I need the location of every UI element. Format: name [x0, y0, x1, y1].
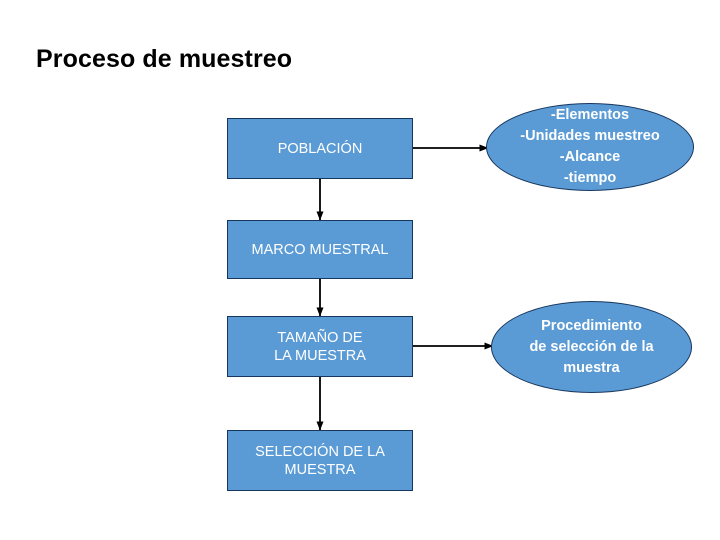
ellipse-procedimiento-de-seleccion[interactable]: Procedimiento de selección de la muestra: [491, 301, 692, 393]
page-title: Proceso de muestreo: [36, 45, 293, 73]
process-box-marco-muestral[interactable]: MARCO MUESTRAL: [227, 220, 413, 279]
process-box-seleccion-de-la-muestra[interactable]: SELECCIÓN DE LA MUESTRA: [227, 430, 413, 491]
process-box-tamano-de-la-muestra[interactable]: TAMAÑO DE LA MUESTRA: [227, 316, 413, 377]
ellipse-elementos-unidades-alcance-tiempo[interactable]: -Elementos -Unidades muestreo -Alcance -…: [486, 103, 694, 191]
process-box-poblacion[interactable]: POBLACIÓN: [227, 118, 413, 179]
